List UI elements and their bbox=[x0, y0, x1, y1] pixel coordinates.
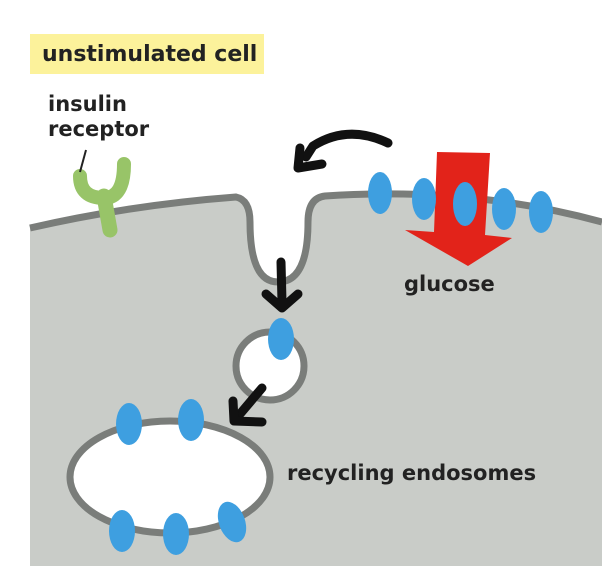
receptor-label-line1: insulin bbox=[48, 92, 127, 116]
insulin-receptor-label: insulin receptor bbox=[48, 92, 149, 142]
fusion-arrow bbox=[235, 383, 267, 419]
glucose-label: glucose bbox=[404, 272, 495, 296]
endosome-transporter-5 bbox=[217, 501, 247, 543]
endosome-transporter-4 bbox=[163, 513, 189, 555]
receptor-label-line2: receptor bbox=[48, 116, 150, 141]
recycling-endosomes-label: recycling endosomes bbox=[287, 461, 537, 485]
diagram-title: unstimulated cell bbox=[42, 41, 258, 67]
membrane-transporters bbox=[368, 172, 553, 233]
insulin-receptor bbox=[73, 157, 131, 238]
budding-arrow bbox=[276, 257, 287, 307]
endocytosis-arrowhead bbox=[293, 143, 327, 173]
transporter-5 bbox=[529, 191, 553, 233]
title-banner: unstimulated cell bbox=[30, 34, 264, 74]
fusion-arrowhead bbox=[228, 396, 267, 427]
vesicle-transporter bbox=[268, 318, 294, 360]
endosome-transporter-1 bbox=[116, 403, 142, 445]
transporter-4 bbox=[492, 188, 516, 230]
endocytosis-arrow bbox=[301, 129, 393, 162]
transporter-1 bbox=[368, 172, 392, 214]
process-arrows bbox=[228, 129, 393, 427]
transporter-3 bbox=[453, 182, 477, 226]
endosome-transporter-2 bbox=[178, 399, 204, 441]
endosome-transporters bbox=[109, 399, 247, 555]
receptor-pointer-line bbox=[79, 149, 87, 173]
transporter-2 bbox=[412, 178, 436, 220]
endosome-transporter-3 bbox=[109, 510, 135, 552]
budding-arrowhead bbox=[261, 289, 303, 313]
